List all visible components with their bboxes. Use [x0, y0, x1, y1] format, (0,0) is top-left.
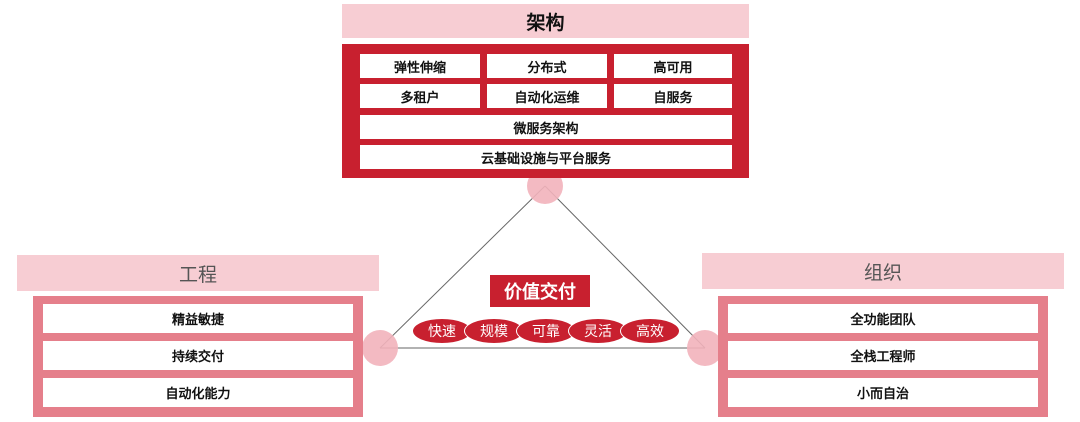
arch-cell-multi-tenant: 多租户	[360, 84, 480, 108]
arch-cell-elastic-scaling: 弹性伸缩	[360, 54, 480, 78]
arch-cell-auto-ops: 自动化运维	[487, 84, 607, 108]
engineering-title: 工程	[178, 263, 217, 286]
architecture-panel: 弹性伸缩 分布式 高可用 多租户 自动化运维 自服务 微服务架构 云基础设施与平…	[342, 44, 749, 178]
engineering-header: 工程	[17, 255, 379, 291]
value-attr-efficient: 高效	[620, 318, 680, 344]
arch-cell-high-availability: 高可用	[614, 54, 732, 78]
arch-cell-self-service: 自服务	[614, 84, 732, 108]
triangle-node-right	[687, 330, 723, 366]
eng-item-continuous-delivery: 持续交付	[43, 341, 353, 370]
arch-cell-cloud-infra: 云基础设施与平台服务	[360, 145, 732, 169]
org-item-cross-functional-team: 全功能团队	[728, 304, 1038, 333]
arch-cell-microservices: 微服务架构	[360, 115, 732, 139]
triangle-node-left	[362, 330, 398, 366]
organization-title: 组织	[863, 261, 902, 284]
org-item-small-autonomous: 小而自治	[728, 378, 1038, 407]
organization-panel: 全功能团队 全栈工程师 小而自治	[718, 296, 1048, 417]
org-item-full-stack-engineer: 全栈工程师	[728, 341, 1038, 370]
value-attr-reliable: 可靠	[516, 318, 576, 344]
triangle-edge-right	[544, 185, 706, 349]
arch-cell-distributed: 分布式	[487, 54, 607, 78]
value-attr-fast: 快速	[412, 318, 472, 344]
architecture-header: 架构	[342, 4, 749, 38]
architecture-title: 架构	[526, 11, 565, 34]
value-delivery-title: 价值交付	[490, 275, 590, 307]
organization-header: 组织	[702, 253, 1064, 289]
eng-item-lean-agile: 精益敏捷	[43, 304, 353, 333]
engineering-panel: 精益敏捷 持续交付 自动化能力	[33, 296, 363, 417]
value-attr-scale: 规模	[464, 318, 524, 344]
eng-item-automation: 自动化能力	[43, 378, 353, 407]
value-attributes: 快速 规模 可靠 灵活 高效	[410, 316, 680, 346]
value-attr-flexible: 灵活	[568, 318, 628, 344]
triangle-edge-left	[379, 185, 546, 349]
